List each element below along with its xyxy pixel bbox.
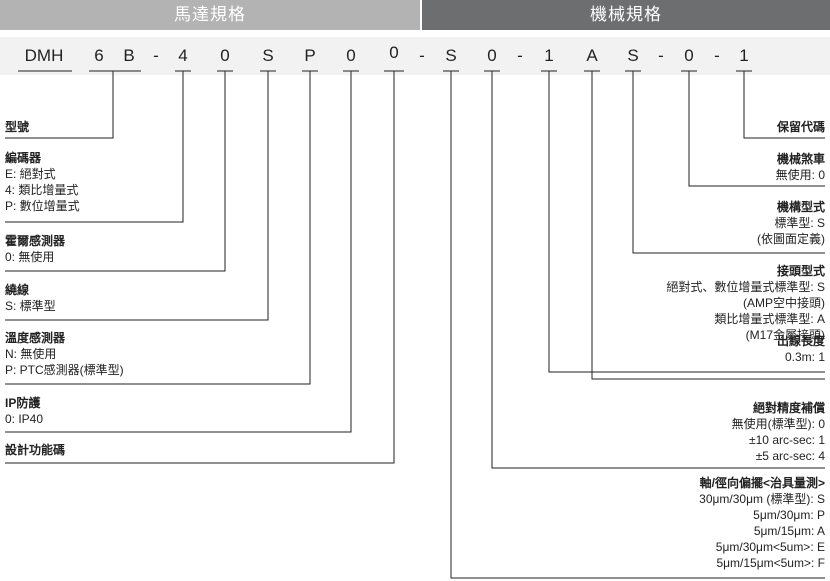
code-token-0: 0 xyxy=(684,46,694,65)
label-encoder-line: P: 數位增量式 xyxy=(5,199,80,213)
connector-cable xyxy=(548,71,825,373)
code-token-dash: - xyxy=(658,46,664,65)
label-runout-line: 5μm/15μm: A xyxy=(753,524,825,538)
label-connector-line: 絕對式、數位增量式標準型: S xyxy=(666,280,825,294)
label-brake-line: 無使用: 0 xyxy=(775,168,825,182)
connector-design xyxy=(5,71,395,464)
label-brake-title: 機械煞車 xyxy=(776,152,825,166)
connector-brake xyxy=(688,71,825,187)
label-hall: 霍爾感測器 0: 無使用 xyxy=(5,233,65,265)
label-cable: 出線長度 0.3m: 1 xyxy=(777,333,825,365)
label-temp: 溫度感測器 N: 無使用 P: PTC感測器(標準型) xyxy=(5,330,124,378)
code-token-a: A xyxy=(586,46,598,65)
label-reserve-title: 保留代碼 xyxy=(776,120,825,134)
connector-connector xyxy=(591,71,825,380)
label-ip-title: IP防護 xyxy=(5,396,41,410)
label-connector-title: 接頭型式 xyxy=(776,264,825,278)
connector-model xyxy=(5,71,114,139)
label-brake: 機械煞車 無使用: 0 xyxy=(776,151,825,183)
label-connector-line: (AMP空中接頭) xyxy=(743,296,825,310)
mech-spec-header: 機械規格 xyxy=(422,0,830,30)
label-design: 設計功能碼 xyxy=(5,442,65,458)
code-bar xyxy=(0,37,830,75)
code-token-s: S xyxy=(627,46,639,65)
connector-accuracy xyxy=(491,71,825,469)
label-accuracy-line: ±10 arc-sec: 1 xyxy=(749,433,825,447)
label-model: 型號 xyxy=(5,119,29,135)
code-token-0: 0 xyxy=(220,46,230,65)
label-ip: IP防護 0: IP40 xyxy=(5,395,43,427)
connector-hall xyxy=(5,71,226,272)
label-temp-title: 溫度感測器 xyxy=(5,331,66,345)
label-accuracy: 絕對精度補償 無使用(標準型): 0 ±10 arc-sec: 1 ±5 arc… xyxy=(732,400,825,464)
code-token-s: S xyxy=(262,46,274,65)
code-token-p: P xyxy=(304,46,316,65)
code-token-0: 0 xyxy=(389,43,399,62)
label-reserve: 保留代碼 xyxy=(777,119,825,135)
code-token-dash: - xyxy=(714,46,720,65)
label-mechtype-line: (依圖面定義) xyxy=(757,232,825,246)
code-token-dmh: DMH xyxy=(24,46,64,65)
connector-mechtype xyxy=(632,71,825,254)
label-accuracy-title: 絕對精度補償 xyxy=(752,401,825,415)
code-token-1: 1 xyxy=(739,46,749,65)
label-runout-line: 5μm/15μm<5um>: F xyxy=(716,556,825,570)
label-mechtype-title: 機構型式 xyxy=(776,200,825,214)
label-runout-line: 30μm/30μm (標準型): S xyxy=(699,492,825,506)
label-runout: 軸/徑向偏擺<治具量測> 30μm/30μm (標準型): S 5μm/30μm… xyxy=(699,475,825,571)
connector-ip xyxy=(5,71,352,433)
label-hall-title: 霍爾感測器 xyxy=(5,234,66,248)
label-connector-line: 類比增量式標準型: A xyxy=(714,312,825,326)
label-temp-line: P: PTC感測器(標準型) xyxy=(5,363,124,377)
label-cable-title: 出線長度 xyxy=(776,334,825,348)
label-encoder-title: 編碼器 xyxy=(5,151,42,165)
code-token-1: 1 xyxy=(544,46,554,65)
code-token-0: 0 xyxy=(487,46,497,65)
label-runout-line: 5μm/30μm: P xyxy=(753,508,825,522)
connector-temp xyxy=(5,71,311,385)
code-token-size: 6 xyxy=(94,46,104,65)
label-model-title: 型號 xyxy=(5,120,30,134)
label-encoder: 編碼器 E: 絕對式 4: 類比增量式 P: 數位增量式 xyxy=(5,150,80,214)
label-accuracy-line: ±5 arc-sec: 4 xyxy=(755,449,825,463)
label-runout-line: 5μm/30μm<5um>: E xyxy=(715,540,825,554)
code-token-dash: - xyxy=(517,46,523,65)
code-token-dash: - xyxy=(419,46,425,65)
label-encoder-line: 4: 類比增量式 xyxy=(5,183,79,197)
label-ip-line: 0: IP40 xyxy=(5,412,44,426)
motor-spec-header: 馬達規格 xyxy=(0,0,420,30)
label-winding: 繞線 S: 標準型 xyxy=(5,282,56,314)
label-temp-line: N: 無使用 xyxy=(5,347,57,361)
label-mechtype-line: 標準型: S xyxy=(774,216,825,230)
label-winding-line: S: 標準型 xyxy=(5,299,56,313)
label-winding-title: 繞線 xyxy=(5,283,30,297)
connector-reserve xyxy=(743,71,825,139)
label-connector: 接頭型式 絕對式、數位增量式標準型: S (AMP空中接頭) 類比增量式標準型:… xyxy=(666,263,825,343)
label-hall-line: 0: 無使用 xyxy=(5,250,55,264)
label-accuracy-line: 無使用(標準型): 0 xyxy=(731,417,825,431)
label-runout-title: 軸/徑向偏擺<治具量測> xyxy=(699,476,825,490)
connector-encoder xyxy=(5,71,184,223)
code-token-0: 0 xyxy=(346,46,356,65)
code-token-b: B xyxy=(123,46,135,65)
label-connector-line: (M17金屬接頭) xyxy=(745,328,825,342)
code-token-dash: - xyxy=(153,46,159,65)
label-mechtype: 機構型式 標準型: S (依圖面定義) xyxy=(757,199,825,247)
code-token-4: 4 xyxy=(178,46,188,65)
label-encoder-line: E: 絕對式 xyxy=(5,167,56,181)
label-cable-line: 0.3m: 1 xyxy=(784,350,825,364)
label-design-title: 設計功能碼 xyxy=(5,443,66,457)
code-token-s: S xyxy=(445,46,457,65)
connector-winding xyxy=(5,71,269,321)
connector-runout xyxy=(450,71,825,579)
